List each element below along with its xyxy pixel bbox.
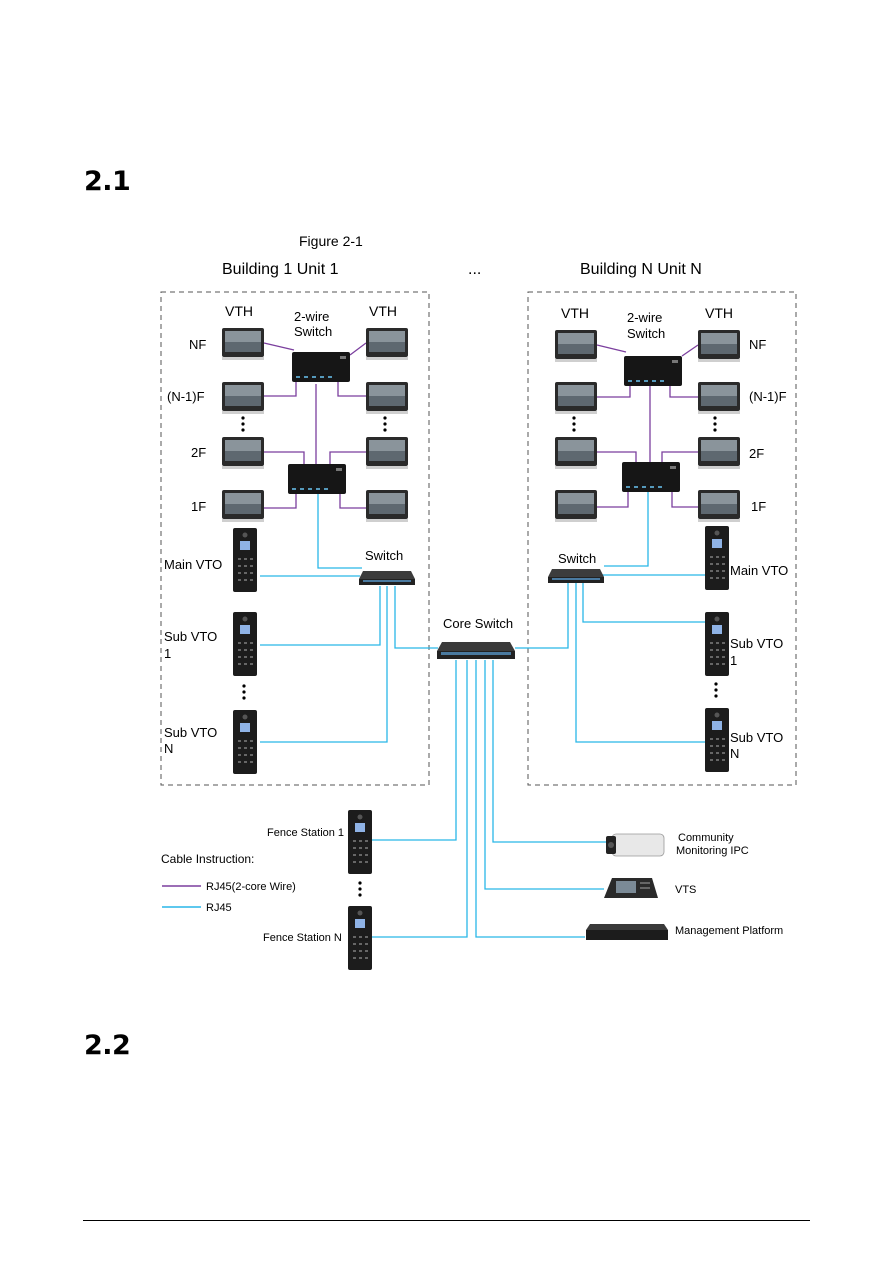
core-switch — [437, 642, 515, 659]
fence-station-1-label: Fence Station 1 — [267, 827, 344, 839]
left-main-vto-label: Main VTO — [164, 557, 222, 572]
left-sub-vto-1 — [233, 612, 257, 676]
right-vth-label-a: VTH — [561, 305, 589, 321]
right-vth-2f-a — [555, 437, 597, 469]
right-rj45-wires — [515, 490, 706, 743]
management-platform-device — [586, 924, 668, 940]
fence-station-1-device — [348, 810, 372, 874]
right-floor-2f: 2F — [749, 446, 764, 461]
right-sub-vto-1-label: Sub VTO — [730, 636, 783, 651]
right-two-wire-label-2: Switch — [627, 326, 665, 341]
right-main-vto-label: Main VTO — [730, 563, 788, 578]
left-vth-ellipsis-a — [241, 416, 245, 432]
right-floor-nf: NF — [749, 337, 766, 352]
left-sub-vto-n-label: Sub VTO — [164, 725, 217, 740]
left-vth-2f-b — [366, 437, 408, 469]
community-ipc-device — [606, 833, 665, 857]
left-sub-vto-1-suffix: 1 — [164, 646, 171, 661]
right-switch-label: Switch — [558, 551, 596, 566]
building-left-box — [160, 291, 430, 786]
vts-label: VTS — [675, 884, 696, 896]
left-two-wire-switch-top — [292, 352, 350, 382]
building-ellipsis: ... — [468, 261, 481, 278]
right-floor-1f: 1F — [751, 499, 766, 514]
community-ipc-label-2: Monitoring IPC — [676, 845, 749, 857]
right-vth-ellipsis-a — [572, 416, 576, 432]
right-vth-ellipsis-b — [713, 416, 717, 432]
right-two-wire-switch-top — [624, 356, 682, 386]
left-floor-2f: 2F — [191, 445, 206, 460]
left-vth-n1f-a — [222, 382, 264, 414]
left-switch — [359, 571, 415, 585]
right-sub-vto-1 — [705, 612, 729, 676]
building-left-title: Building 1 Unit 1 — [222, 261, 339, 278]
left-floor-1f: 1F — [191, 499, 206, 514]
left-vto-ellipsis — [242, 684, 246, 700]
left-two-wire-label-2: Switch — [294, 324, 332, 339]
section-heading-2-1: 2.1 — [84, 166, 131, 197]
building-right-title: Building N Unit N — [580, 261, 702, 278]
legend-label-two-core: RJ45(2-core Wire) — [206, 881, 296, 893]
right-vth-1f-a — [555, 490, 597, 522]
left-vth-1f-b — [366, 490, 408, 522]
right-two-wire-label-1: 2-wire — [627, 310, 662, 325]
footer-rule — [83, 1220, 810, 1221]
left-vth-label-b: VTH — [369, 303, 397, 319]
left-sub-vto-1-label: Sub VTO — [164, 629, 217, 644]
right-two-wire-switch-bottom — [622, 462, 680, 492]
right-vth-n1f-a — [555, 382, 597, 414]
vts-device — [604, 878, 658, 898]
left-vth-ellipsis-b — [383, 416, 387, 432]
fence-station-ellipsis — [358, 881, 362, 897]
community-ipc-label-1: Community — [678, 832, 734, 844]
left-vth-nf-a — [222, 328, 264, 360]
legend-title: Cable Instruction: — [161, 852, 254, 866]
core-rj45-wires — [372, 660, 606, 938]
right-sub-vto-1-suffix: 1 — [730, 653, 737, 668]
left-vth-1f-a — [222, 490, 264, 522]
management-platform-label: Management Platform — [675, 925, 783, 937]
right-sub-vto-n-label: Sub VTO — [730, 730, 783, 745]
right-sub-vto-n — [705, 708, 729, 772]
right-vth-label-b: VTH — [705, 305, 733, 321]
fence-station-n-label: Fence Station N — [263, 932, 342, 944]
right-vth-1f-b — [698, 490, 740, 522]
right-vth-n1f-b — [698, 382, 740, 414]
core-switch-label: Core Switch — [443, 616, 513, 631]
right-main-vto — [705, 526, 729, 590]
left-vth-2f-a — [222, 437, 264, 469]
left-main-vto — [233, 528, 257, 592]
left-floor-n1f: (N-1)F — [167, 389, 205, 404]
left-vth-n1f-b — [366, 382, 408, 414]
left-switch-label: Switch — [365, 548, 403, 563]
left-floor-nf: NF — [189, 337, 206, 352]
left-two-wire-switch-bottom — [288, 464, 346, 494]
left-rj45-wires — [260, 494, 438, 743]
left-vth-label-a: VTH — [225, 303, 253, 319]
right-switch — [548, 569, 604, 583]
right-sub-vto-n-suffix: N — [730, 746, 739, 761]
right-two-core-wires — [596, 344, 699, 508]
figure-caption: Figure 2-1 — [299, 233, 363, 249]
left-two-wire-label-1: 2-wire — [294, 309, 329, 324]
fence-station-n-device — [348, 906, 372, 970]
left-vth-nf-b — [366, 328, 408, 360]
section-heading-2-2: 2.2 — [84, 1030, 131, 1061]
left-sub-vto-n — [233, 710, 257, 774]
left-two-core-wires — [263, 342, 367, 509]
left-sub-vto-n-suffix: N — [164, 741, 173, 756]
building-right-box — [527, 291, 797, 786]
right-floor-n1f: (N-1)F — [749, 389, 787, 404]
right-vto-ellipsis — [714, 682, 718, 698]
right-vth-nf-a — [555, 330, 597, 362]
right-vth-2f-b — [698, 437, 740, 469]
right-vth-nf-b — [698, 330, 740, 362]
legend-label-rj45: RJ45 — [206, 902, 232, 914]
